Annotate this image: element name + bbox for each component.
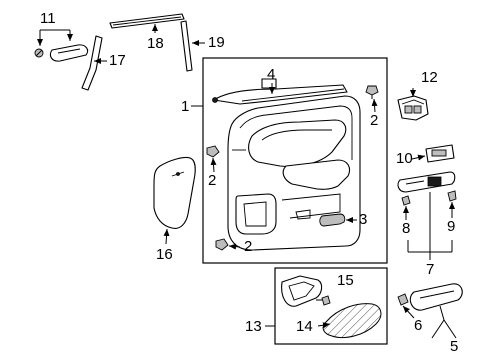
callout-7: 7 xyxy=(426,261,434,278)
part-15-screw xyxy=(316,295,331,306)
callout-5: 5 xyxy=(450,338,458,355)
callout-17: 17 xyxy=(109,52,126,69)
callout-13: 13 xyxy=(245,318,262,335)
part-5-armrest-pad xyxy=(409,283,463,311)
part-9-clip xyxy=(447,190,457,202)
part-2-clip-middle xyxy=(206,145,220,158)
callout-19: 19 xyxy=(208,34,225,51)
callout-9: 9 xyxy=(447,218,455,235)
part-8-clip xyxy=(401,195,411,206)
part-19-run-channel xyxy=(180,20,193,72)
part-14-handle-bezel xyxy=(322,303,382,338)
callout-1: 1 xyxy=(181,98,189,115)
part-13-inside-handle-assembly xyxy=(281,275,323,307)
part-10-power-window-switch xyxy=(425,144,455,163)
callout-3: 3 xyxy=(359,211,367,228)
callout-2-lower: 2 xyxy=(244,238,252,255)
part-16-insulation-pad xyxy=(153,156,196,229)
part-12-switch-base xyxy=(397,95,429,121)
callout-16: 16 xyxy=(156,246,173,263)
callout-12: 12 xyxy=(421,69,438,86)
part-2-clip-lower xyxy=(215,238,229,251)
part-11-inside-handle xyxy=(34,44,89,62)
handle-assembly-group-box xyxy=(274,267,388,345)
callout-6: 6 xyxy=(414,317,422,334)
callout-4: 4 xyxy=(267,66,275,83)
callout-8: 8 xyxy=(402,220,410,237)
callout-14: 14 xyxy=(296,318,313,335)
leader-lines xyxy=(37,24,457,339)
door-trim-group-box xyxy=(202,57,388,264)
callout-10: 10 xyxy=(396,150,413,167)
part-17-weatherstrip xyxy=(81,35,103,91)
callout-2-upper: 2 xyxy=(370,112,378,129)
callout-2-middle: 2 xyxy=(208,172,216,189)
callout-15: 15 xyxy=(337,272,354,289)
part-1-door-trim-panel xyxy=(227,95,361,251)
part-7-switch-bezel xyxy=(397,171,456,193)
part-6-clip xyxy=(397,293,409,306)
callout-11: 11 xyxy=(40,10,56,27)
part-2-clip-upper xyxy=(365,85,379,99)
part-18-belt-moulding xyxy=(109,13,185,29)
callout-labels: 11 17 18 19 1 4 2 2 2 3 16 12 10 8 9 7 1… xyxy=(40,10,458,355)
callout-18: 18 xyxy=(147,35,164,52)
part-3-escutcheon xyxy=(319,213,346,227)
